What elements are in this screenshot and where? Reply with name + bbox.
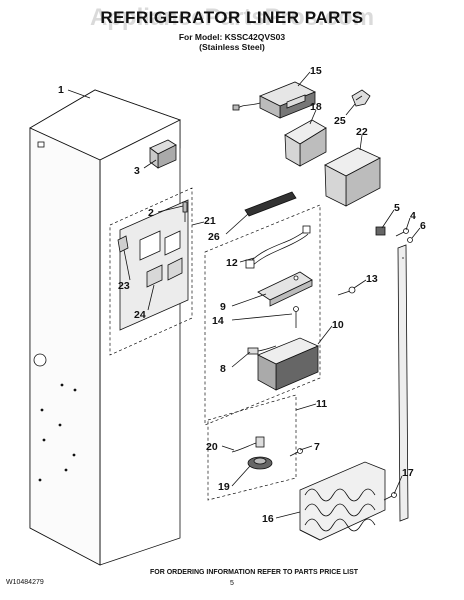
callout-13: 13: [366, 273, 378, 285]
part-22-duct[interactable]: [324, 147, 381, 207]
doc-number: W10484279: [6, 579, 44, 586]
callout-10: 10: [332, 319, 344, 331]
callout-23: 23: [118, 280, 130, 292]
callout-3: 3: [134, 165, 140, 177]
callout-25: 25: [334, 115, 346, 127]
finish-line: (Stainless Steel): [199, 42, 265, 52]
callout-labels: 1 3 2 21 23 24 15 18 25 22 26 12 9 14 8 …: [58, 65, 426, 525]
assembly-box-10: [204, 204, 321, 426]
part-17-screw[interactable]: [383, 492, 397, 501]
callout-26: 26: [208, 231, 220, 243]
page-number: 5: [230, 580, 234, 587]
callout-20: 20: [206, 441, 218, 453]
part-12-harness[interactable]: [245, 225, 311, 269]
thermistor-part-2[interactable]: [182, 201, 188, 222]
part-25-bracket[interactable]: [351, 89, 371, 107]
callout-17: 17: [402, 467, 414, 479]
callout-8: 8: [220, 363, 226, 375]
callout-19: 19: [218, 481, 230, 493]
callout-22: 22: [356, 126, 368, 138]
callout-21: 21: [204, 215, 216, 227]
part-26-strip[interactable]: [244, 191, 297, 217]
page-title: REFRIGERATOR LINER PARTS: [100, 8, 364, 27]
part-4-screw[interactable]: [395, 228, 409, 237]
part-6-screw[interactable]: [407, 237, 413, 243]
callout-16: 16: [262, 513, 274, 525]
callout-15: 15: [310, 65, 322, 77]
callout-11: 11: [316, 398, 327, 410]
callout-6: 6: [420, 220, 426, 232]
part-10-tray[interactable]: [257, 337, 319, 391]
watermark: AppliancePartsPros.com: [89, 4, 375, 31]
callout-9: 9: [220, 301, 226, 313]
callout-2: 2: [148, 207, 154, 219]
defrost-rail[interactable]: [397, 244, 409, 522]
assembly-box-21: [109, 187, 193, 356]
part-15-housing[interactable]: [232, 81, 316, 119]
part-16-evaporator[interactable]: [299, 461, 386, 541]
part-5-clip[interactable]: [375, 226, 386, 236]
callout-12: 12: [226, 257, 238, 269]
part-8-connector[interactable]: [247, 345, 277, 355]
callout-7: 7: [314, 441, 320, 453]
callout-4: 4: [410, 210, 416, 222]
part-9-bracket[interactable]: [257, 271, 313, 307]
model-line: For Model: KSSC42QVS03: [178, 32, 286, 42]
callout-14: 14: [212, 315, 224, 327]
ordering-instruction: FOR ORDERING INFORMATION REFER TO PARTS …: [150, 569, 359, 576]
part-20-sensor[interactable]: [231, 436, 265, 453]
leader-lines: [67, 71, 421, 519]
part-19-thermostat[interactable]: [247, 456, 273, 470]
part-13-screw[interactable]: [337, 286, 356, 296]
callout-18: 18: [310, 101, 322, 113]
callout-24: 24: [134, 309, 146, 321]
part-14-screw[interactable]: [293, 306, 299, 329]
callout-1: 1: [58, 84, 64, 96]
part-23-switch[interactable]: [117, 235, 129, 253]
part-3-housing[interactable]: [149, 139, 177, 169]
callout-5: 5: [394, 202, 400, 214]
assembly-box-11: [207, 394, 297, 501]
part-18-duct[interactable]: [284, 119, 327, 167]
